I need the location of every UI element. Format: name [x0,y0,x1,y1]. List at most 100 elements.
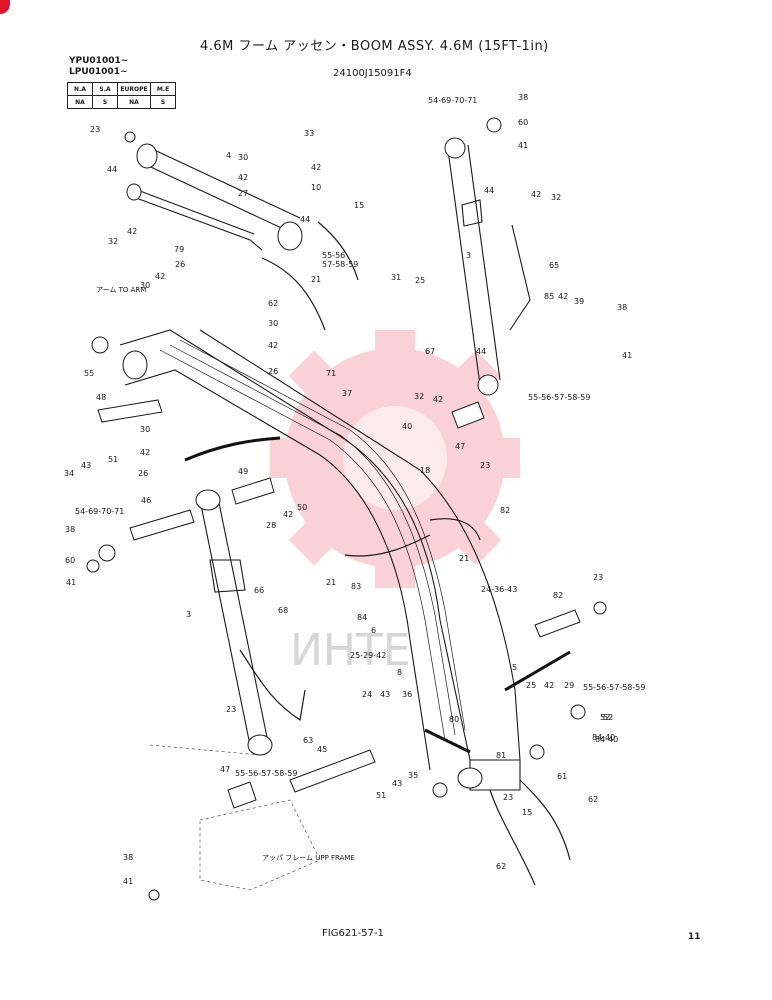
callout-31: 42 [140,448,150,457]
callout-69: 42 [531,190,541,199]
callout-86: 23 [480,461,490,470]
hose-21 [344,534,431,557]
callout-38: 49 [238,467,248,476]
region-table: N.A S.A EUROPE M.E NA S NA S [67,82,176,109]
callout-49: 23 [226,705,236,714]
callout-13: 79 [174,245,184,254]
callout-15: 21 [311,275,321,284]
red-corner-mark [0,0,10,14]
serial-range-1: YPU01001~ [69,56,129,66]
page-number: 11 [688,932,701,942]
washers-and-bolts [86,117,607,901]
callout-57: 51 [376,791,386,800]
callout-16: 62 [268,299,278,308]
callout-33: 46 [141,496,151,505]
callout-25: 71 [326,369,336,378]
callout-79: 41 [622,351,632,360]
hose-guard-line-right [504,650,571,692]
callout-39: 42 [283,510,293,519]
callout-32: 26 [138,469,148,478]
callout-100: 55-56-57-58-59 [583,683,645,692]
callout-27: 34 [64,469,74,478]
callout-95: 5 [512,663,517,672]
callout-63: 41 [123,877,133,886]
callout-56: 36 [402,690,412,699]
callout-59: 35 [408,771,418,780]
callout-2: 4 [226,151,231,160]
callout-64: 54-69-70-71 [428,96,477,105]
hose-15-lower [489,789,536,886]
callout-84: 55-56-57-58-59 [528,393,590,402]
boom-cylinder-upper [126,143,303,251]
callout-67: 41 [518,141,528,150]
callout-94: 23 [593,573,603,582]
callout-73: 31 [391,273,401,282]
hose-15 [317,221,359,281]
callout-28: 43 [81,461,91,470]
hose-62-lower [519,779,571,861]
callout-55: 43 [380,690,390,699]
callout-107: 15 [522,808,532,817]
callout-68: 44 [484,186,494,195]
diagram-title: 4.6M フーム アッセン・BOOM ASSY. 4.6M (15FT-1in) [200,39,549,54]
callout-44: 18 [420,466,430,475]
callout-7: 27 [238,189,248,198]
callout-61: 84-40 [592,733,615,742]
callout-41: 50 [297,503,307,512]
callout-46: 3 [186,610,191,619]
callout-97: 25 [526,681,536,690]
pins [97,399,581,809]
callout-71: 3 [466,251,471,260]
callout-12: 42 [127,227,137,236]
region-value-europe: NA [117,95,151,109]
callout-77: 39 [574,297,584,306]
callout-75: 85 [544,292,554,301]
callout-76: 42 [558,292,568,301]
callout-65: 38 [518,93,528,102]
callout-22: 55 [84,369,94,378]
callout-90: 84 [357,613,367,622]
callout-72: 65 [549,261,559,270]
callout-78: 38 [617,303,627,312]
upper-frame-outline [199,799,321,891]
callout-11: 32 [108,237,118,246]
callout-89: 24-36-43 [481,585,517,594]
callout-105: 61 [557,772,567,781]
callout-48: 68 [278,606,288,615]
callout-8: 10 [311,183,321,192]
callout-37: 41 [66,578,76,587]
callout-40: 28 [266,521,276,530]
callout-4: 42 [238,173,248,182]
callout-104: 84-40 [595,735,618,744]
callout-47: 66 [254,586,264,595]
callout-83: 42 [433,395,443,404]
callout-93: 82 [553,591,563,600]
callout-20: 30 [268,319,278,328]
callout-24: 48 [96,393,106,402]
region-value-me: S [150,95,176,109]
callout-62: 38 [123,853,133,862]
figure-number: FIG621-57-1 [322,928,384,939]
callout-6: 42 [311,163,321,172]
callout-21: 42 [268,341,278,350]
serial-range-2: LPU01001~ [69,67,128,77]
callout-108: 62 [588,795,598,804]
callout-50: 47 [220,765,230,774]
callout-53: 45 [317,745,327,754]
callout-52: 63 [303,736,313,745]
hose-guard-line [184,436,281,462]
callout-98: 42 [544,681,554,690]
callout-30: 30 [140,425,150,434]
callout-106: 23 [503,793,513,802]
boom-body [119,329,521,791]
callout-96: 8 [397,668,402,677]
callout-36: 60 [65,556,75,565]
callout-29: 51 [108,455,118,464]
upper-frame-note: アッパ フレーム UPP FRAME [262,854,355,862]
to-arm-note: アーム TO ARM [96,286,146,294]
leader-dash-frame [149,744,261,756]
callout-60: 52 [600,713,610,722]
callout-34: 54-69-70-71 [75,507,124,516]
